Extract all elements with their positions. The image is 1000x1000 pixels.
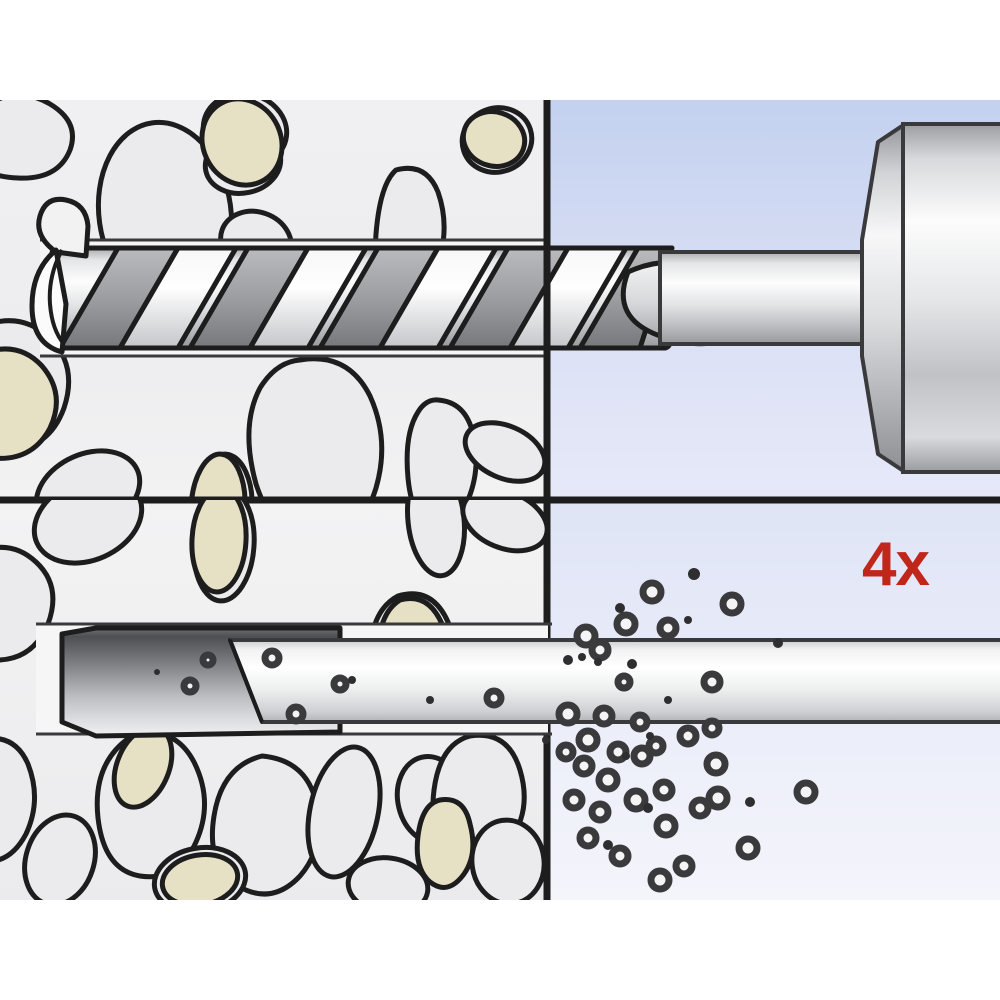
aggregate-stone-beige	[188, 451, 248, 500]
dust-particle	[483, 687, 505, 709]
dust-particle	[562, 788, 586, 812]
carbide-tip-upper	[36, 196, 91, 259]
dust-particle-dot	[603, 840, 613, 850]
dust-particle	[592, 704, 616, 728]
dust-particle	[595, 767, 621, 793]
aggregate-stone	[305, 744, 383, 880]
dust-particle	[199, 651, 217, 669]
aggregate-stone	[469, 817, 545, 900]
dust-particle-dot	[664, 696, 672, 704]
dust-particle	[555, 701, 581, 727]
dust-particle	[656, 616, 680, 640]
dust-particle	[608, 844, 632, 868]
dust-particle	[793, 779, 819, 805]
dust-particle	[676, 724, 700, 748]
dust-particle-dot	[646, 732, 654, 740]
aggregate-stone-beige	[189, 500, 249, 595]
aggregate-stone	[246, 356, 385, 500]
drill-shank	[658, 250, 872, 346]
aggregate-stone-beige	[460, 109, 528, 169]
dust-particle-dot	[688, 568, 700, 580]
aggregate-stone	[31, 500, 145, 566]
aggregate-stone	[462, 420, 545, 484]
dust-particle-dot	[622, 752, 630, 760]
dust-particle	[647, 867, 673, 893]
aggregate-stone-beige	[159, 852, 241, 900]
aggregate-stone	[0, 100, 75, 181]
dust-particle	[575, 727, 601, 753]
dust-particle-dot	[563, 655, 573, 665]
dust-particle-dot	[615, 603, 625, 613]
aggregate-stone-beige	[199, 100, 285, 188]
aggregate-stone	[460, 500, 545, 554]
dust-particle	[588, 638, 612, 662]
dust-particle	[645, 735, 667, 757]
dust-particle	[719, 591, 745, 617]
dust-particle	[330, 674, 350, 694]
dust-particle	[735, 835, 761, 861]
dust-particle-dot	[773, 638, 783, 648]
dust-particle	[588, 800, 612, 824]
aggregate-stone	[22, 812, 98, 900]
dust-particle-dot	[594, 658, 602, 666]
dust-particle-dot	[542, 736, 550, 744]
bottom-mask	[0, 900, 1000, 1000]
dust-particle	[629, 711, 651, 733]
dust-particle-dot	[578, 653, 586, 661]
dust-particle	[261, 647, 283, 669]
dust-particle	[573, 623, 599, 649]
repeat-count-label: 4x	[862, 530, 930, 599]
dust-particle-dot	[684, 616, 692, 624]
dust-particle	[701, 717, 723, 739]
dust-rings	[180, 579, 819, 893]
dust-dots	[154, 568, 783, 850]
chuck-body	[901, 122, 1000, 474]
aggregate-stone-beige	[0, 346, 59, 461]
dust-particle	[285, 703, 307, 725]
aggregate-group-upper-beige	[0, 100, 528, 500]
dust-particle	[576, 826, 600, 850]
dust-particle	[572, 754, 596, 778]
dust-particle	[703, 751, 729, 777]
aggregate-stone	[33, 448, 143, 500]
pump-taper-edge	[228, 639, 264, 723]
dust-particle	[623, 787, 649, 813]
dust-particle-dot	[154, 669, 160, 675]
dust-particle	[613, 611, 639, 637]
blowout-pump-assembly	[36, 622, 1000, 739]
dust-particle-dot	[426, 696, 434, 704]
drill-bit	[29, 196, 755, 355]
aggregate-stone	[345, 855, 431, 900]
aggregate-stone	[0, 736, 38, 862]
dust-particle-dot	[627, 659, 637, 669]
dust-particle	[653, 813, 679, 839]
dust-particle	[652, 778, 676, 802]
dust-particle	[614, 672, 634, 692]
dust-particle	[630, 744, 654, 768]
dust-particle	[180, 676, 200, 696]
carbide-tip-edge	[47, 249, 66, 346]
dust-particle	[639, 579, 665, 605]
dust-particle-cloud	[154, 568, 819, 893]
top-mask	[0, 0, 1000, 100]
drill-assembly	[29, 122, 1000, 474]
dust-particle	[555, 741, 577, 763]
dust-particle	[672, 854, 696, 878]
aggregate-stone-beige	[414, 797, 476, 890]
dust-particle-dot	[745, 797, 755, 807]
dust-particle	[700, 670, 724, 694]
dust-particle-dot	[643, 803, 653, 813]
dust-particle-dot	[348, 676, 356, 684]
dust-particle	[705, 785, 731, 811]
dust-particle	[688, 796, 712, 820]
